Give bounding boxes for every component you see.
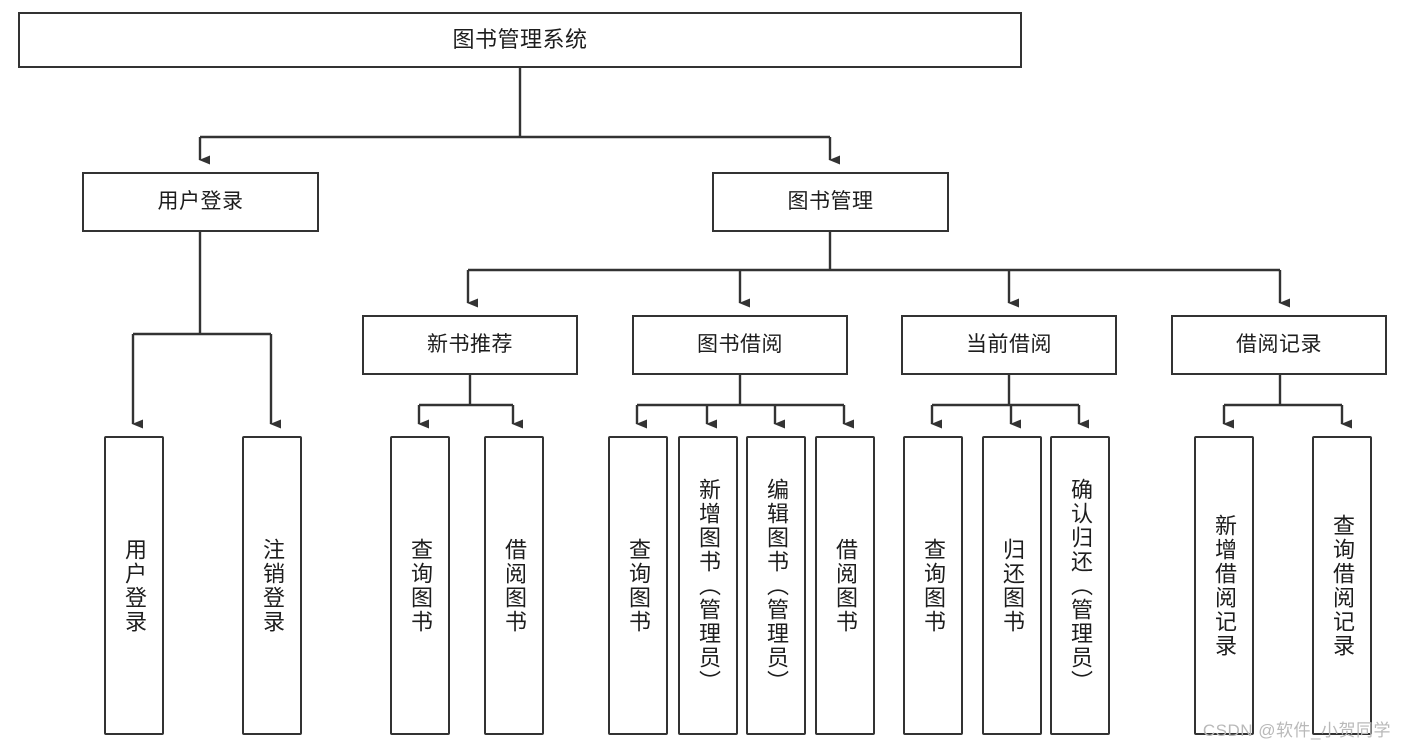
leaf-user-login[interactable]: 用户登录 — [104, 436, 164, 735]
node-book-borrow[interactable]: 图书借阅 — [632, 315, 848, 375]
leaf-query-book-current[interactable]: 查询图书 — [903, 436, 963, 735]
node-label: 确认归还（管理员） — [1067, 477, 1093, 694]
node-root-system[interactable]: 图书管理系统 — [18, 12, 1022, 68]
leaf-logout[interactable]: 注销登录 — [242, 436, 302, 735]
csdn-watermark: CSDN @软件_小贺同学 — [1202, 721, 1391, 740]
leaf-query-book[interactable]: 查询图书 — [608, 436, 668, 735]
node-label: 新增借阅记录 — [1211, 513, 1237, 658]
node-label: 新书推荐 — [427, 333, 513, 357]
leaf-add-book-admin[interactable]: 新增图书（管理员） — [678, 436, 738, 735]
leaf-borrow-book-recommend[interactable]: 借阅图书 — [484, 436, 544, 735]
leaf-borrow-book[interactable]: 借阅图书 — [815, 436, 875, 735]
leaf-add-borrow-record[interactable]: 新增借阅记录 — [1194, 436, 1254, 735]
node-label: 用户登录 — [121, 537, 147, 634]
leaf-query-borrow-record[interactable]: 查询借阅记录 — [1312, 436, 1372, 735]
node-new-book-recommend[interactable]: 新书推荐 — [362, 315, 578, 375]
node-user-login[interactable]: 用户登录 — [82, 172, 319, 232]
node-label: 图书管理系统 — [452, 26, 588, 52]
node-label: 编辑图书（管理员） — [763, 477, 789, 694]
node-label: 归还图书 — [999, 537, 1025, 634]
node-label: 图书借阅 — [697, 333, 783, 357]
node-borrow-record[interactable]: 借阅记录 — [1171, 315, 1387, 375]
leaf-return-book[interactable]: 归还图书 — [982, 436, 1042, 735]
node-current-borrow[interactable]: 当前借阅 — [901, 315, 1117, 375]
node-label: 查询图书 — [625, 537, 651, 634]
node-label: 当前借阅 — [966, 333, 1052, 357]
node-book-management[interactable]: 图书管理 — [712, 172, 949, 232]
leaf-edit-book-admin[interactable]: 编辑图书（管理员） — [746, 436, 806, 735]
node-label: 用户登录 — [157, 190, 244, 214]
node-label: 查询借阅记录 — [1329, 513, 1355, 658]
node-label: 图书管理 — [787, 190, 874, 214]
node-label: 借阅记录 — [1236, 333, 1322, 357]
node-label: 借阅图书 — [501, 537, 527, 634]
leaf-query-book-recommend[interactable]: 查询图书 — [390, 436, 450, 735]
node-label: 借阅图书 — [832, 537, 858, 634]
leaf-confirm-return-admin[interactable]: 确认归还（管理员） — [1050, 436, 1110, 735]
node-label: 注销登录 — [259, 537, 285, 634]
node-label: 查询图书 — [920, 537, 946, 634]
node-label: 查询图书 — [407, 537, 433, 634]
node-label: 新增图书（管理员） — [695, 477, 721, 694]
